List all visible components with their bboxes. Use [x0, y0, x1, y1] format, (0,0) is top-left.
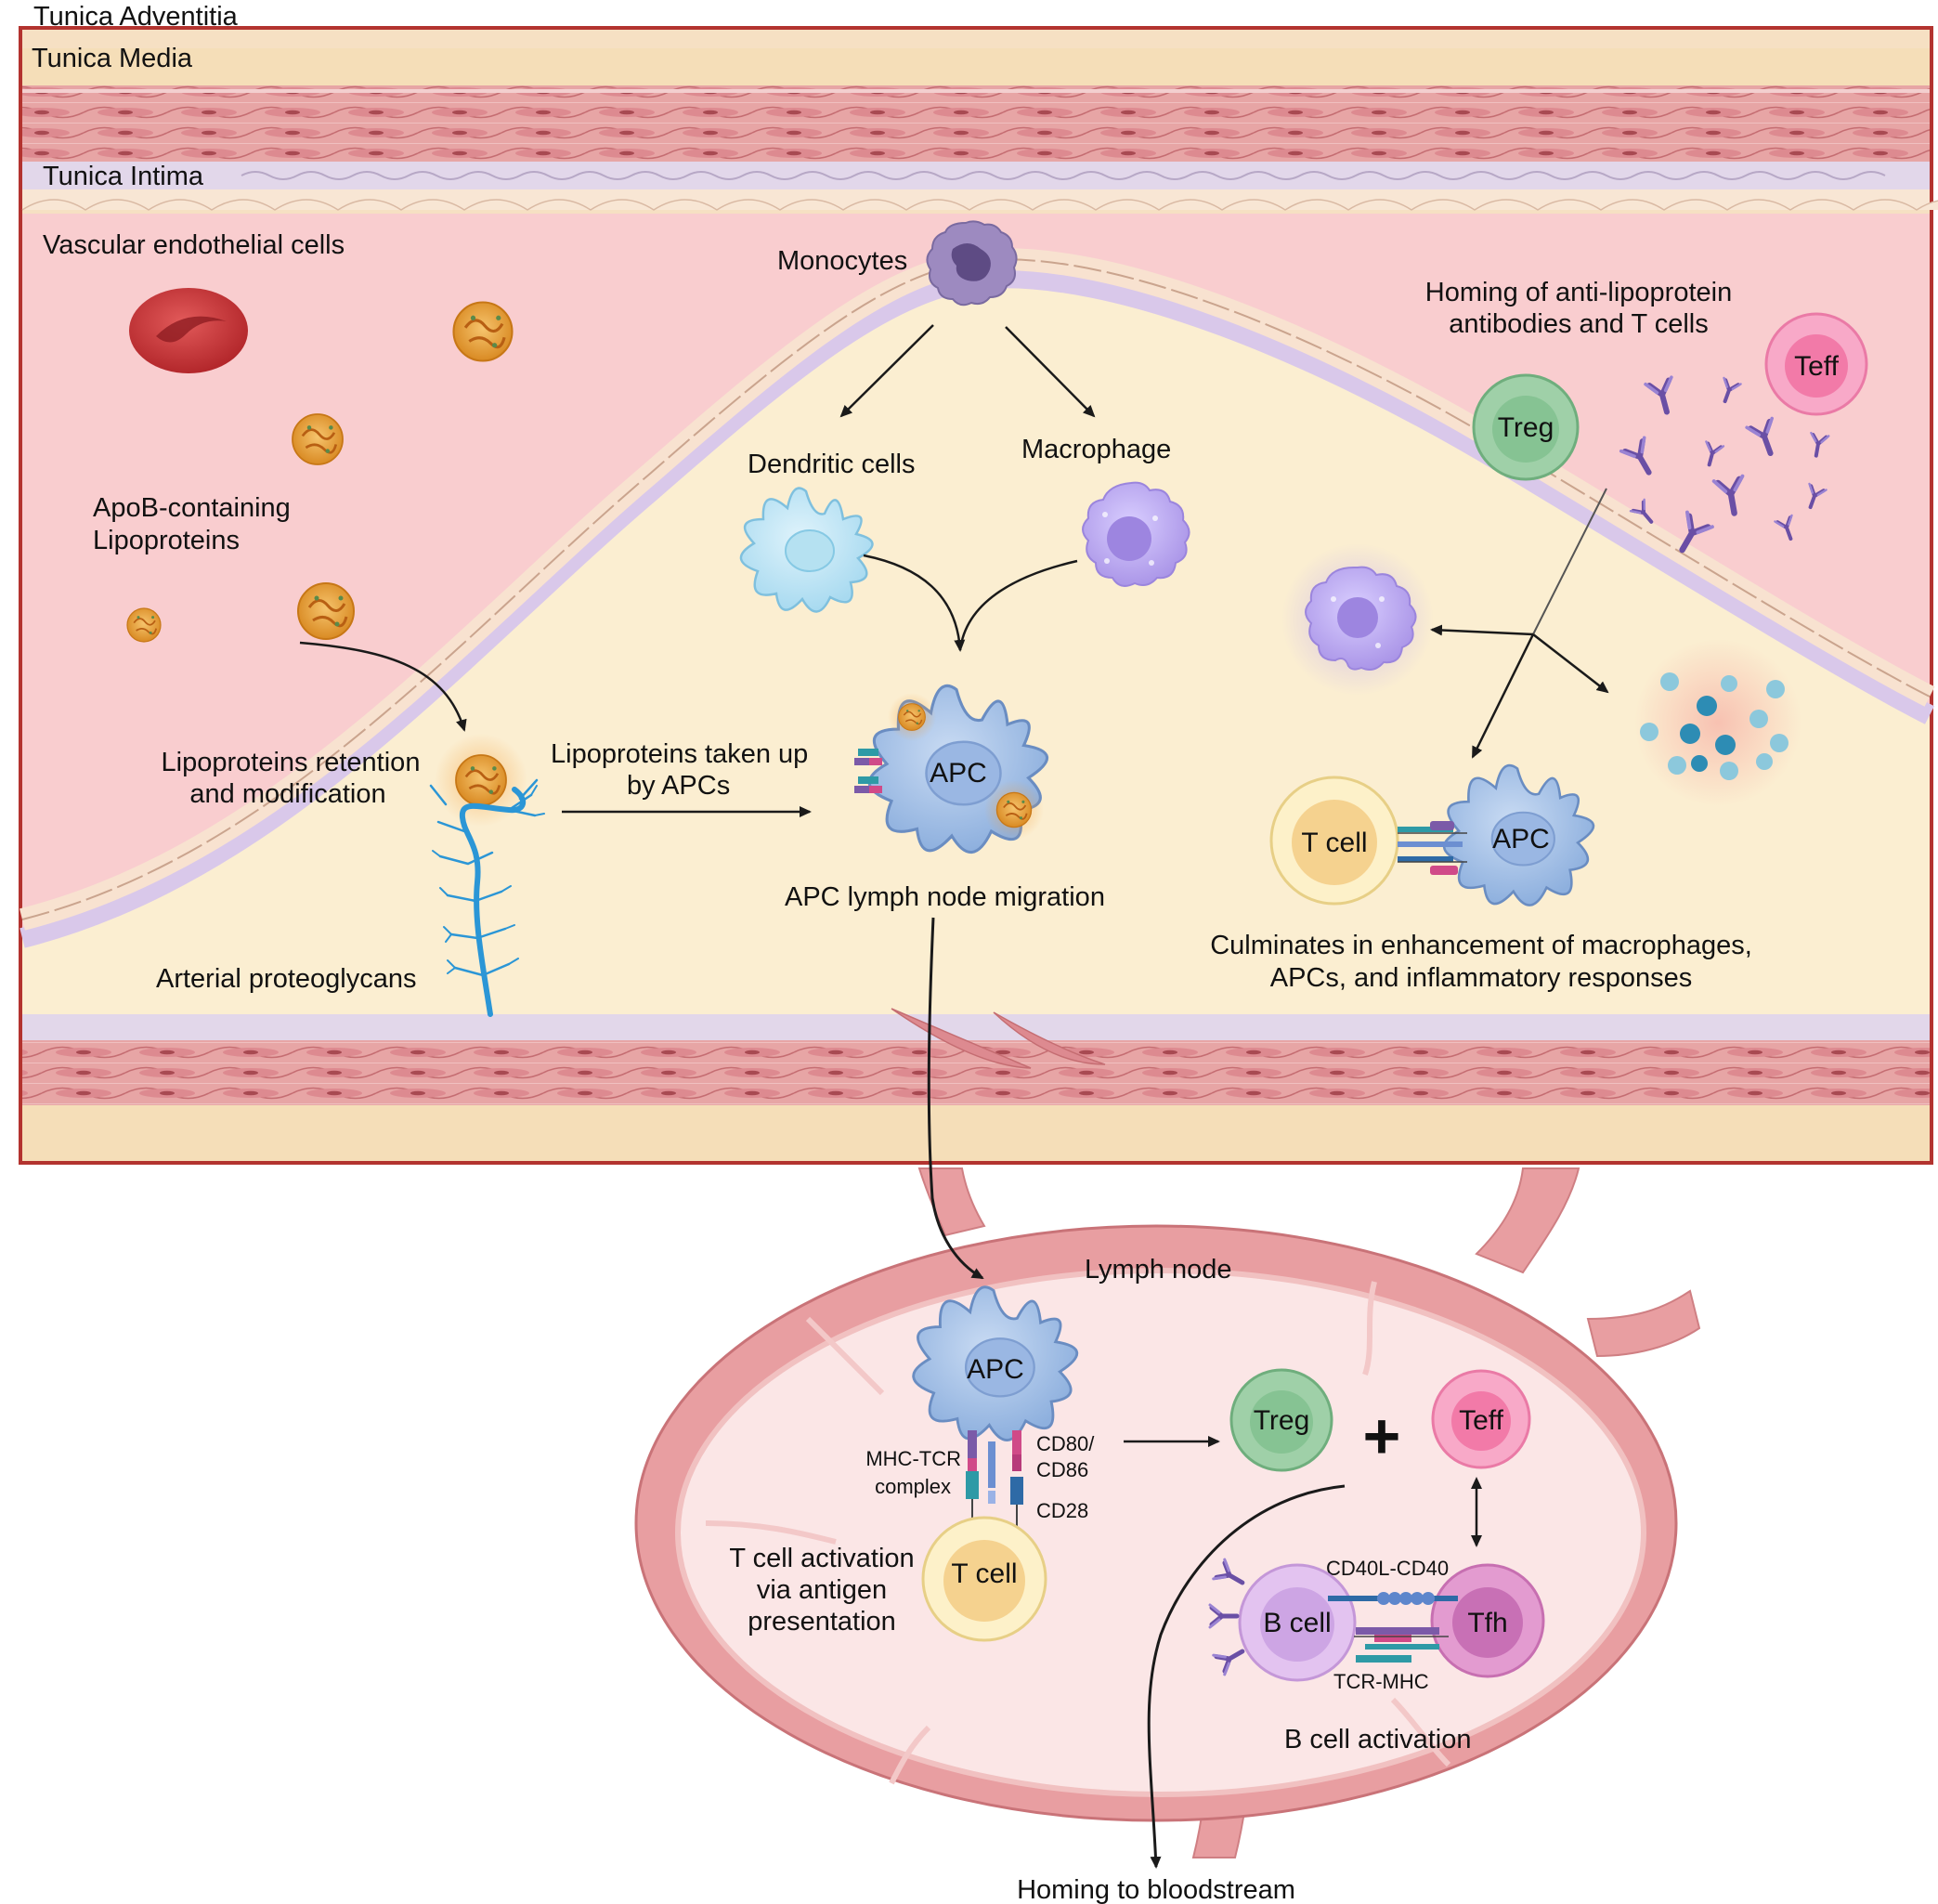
label-mhc-tcr-1: MHC-TCR	[865, 1447, 961, 1470]
cytokine-cluster	[1634, 639, 1801, 806]
arrow-macrophage-to-apc	[958, 559, 1078, 651]
arrow-to-cytokines	[1532, 633, 1609, 694]
label-apc-migration: APC lymph node migration	[785, 882, 1105, 912]
arrow-to-tcell-apc	[1471, 633, 1535, 759]
tcell-plaque	[1269, 776, 1399, 906]
proteoglycan-chain	[429, 778, 545, 1017]
teff-cell-plaque	[1764, 312, 1868, 416]
label-cd28: CD28	[1036, 1499, 1088, 1522]
intima-band-bottom	[22, 1014, 1930, 1040]
label-bcell-activation: B cell activation	[1284, 1725, 1472, 1754]
tcell-lymph	[921, 1516, 1047, 1642]
label-retention-2: and modification	[189, 779, 385, 809]
arrow-to-macrophage-enhanced	[1430, 624, 1534, 636]
label-arterial-proteoglycans: Arterial proteoglycans	[156, 964, 416, 994]
label-uptake-2: by APCs	[627, 771, 730, 801]
synapse-receptors-plaque	[1398, 821, 1467, 875]
label-activation-1: T cell activation	[729, 1544, 914, 1573]
arrow-monocyte-to-macrophage	[1005, 326, 1096, 418]
monocyte-cell	[926, 220, 1018, 306]
label-apc-plaque-2: APC	[1492, 824, 1550, 854]
label-culminates-1: Culminates in enhancement of macrophages…	[1210, 931, 1752, 960]
label-homing-bloodstream: Homing to bloodstream	[1017, 1875, 1295, 1904]
label-lymph-node: Lymph node	[1085, 1255, 1232, 1285]
label-retention-1: Lipoproteins retention	[162, 748, 421, 777]
tfh-cell	[1430, 1563, 1545, 1678]
label-teff-lymph: Teff	[1459, 1405, 1503, 1436]
label-tunica-adventitia: Tunica Adventitia	[33, 2, 239, 32]
teff-cell-lymph	[1431, 1369, 1531, 1469]
treg-cell-plaque	[1472, 373, 1580, 481]
smooth-muscle-top	[22, 85, 1930, 162]
media-band-top	[22, 48, 1930, 85]
apc-plaque-cell	[854, 684, 1049, 854]
retained-lipoprotein	[454, 753, 508, 807]
label-apob-lipoproteins-1: ApoB-containing	[93, 493, 291, 523]
intima-band-top	[22, 162, 1930, 189]
label-tunica-media: Tunica Media	[32, 44, 193, 73]
bcell-lymph	[1238, 1563, 1357, 1682]
label-treg-plaque: Treg	[1498, 412, 1554, 443]
label-monocytes: Monocytes	[777, 246, 907, 276]
label-homing-1: Homing of anti-lipoprotein	[1425, 278, 1732, 307]
label-apc-lymph: APC	[967, 1354, 1024, 1385]
macrophage-cell	[1082, 481, 1190, 587]
label-cd80-2: CD86	[1036, 1458, 1088, 1481]
label-tfh: Tfh	[1467, 1608, 1507, 1638]
dendritic-cell	[739, 487, 874, 613]
label-dendritic-cells: Dendritic cells	[748, 450, 916, 479]
label-treg-lymph: Treg	[1254, 1405, 1310, 1436]
plus-sign: +	[1363, 1400, 1401, 1472]
label-bcell: B cell	[1263, 1608, 1331, 1638]
label-mhc-tcr-2: complex	[875, 1475, 951, 1498]
arrow-dendritic-to-apc	[863, 554, 966, 652]
media-band-bottom	[22, 1105, 1930, 1161]
label-culminates-2: APCs, and inflammatory responses	[1270, 963, 1693, 993]
lipoprotein-particle	[451, 300, 514, 363]
label-apc-plaque: APC	[930, 758, 987, 789]
label-cd80-1: CD80/	[1036, 1432, 1095, 1455]
lymph-node	[634, 1167, 1701, 1858]
label-tunica-intima: Tunica Intima	[43, 162, 204, 191]
homing-connector-line	[1532, 488, 1607, 635]
label-tcr-mhc: TCR-MHC	[1333, 1670, 1429, 1693]
label-homing-2: antibodies and T cells	[1449, 309, 1708, 339]
lipoprotein-particle	[291, 412, 345, 466]
arrow-homing-to-bloodstream	[1147, 1484, 1346, 1869]
label-activation-2: via antigen	[757, 1575, 887, 1605]
label-teff-plaque: Teff	[1794, 351, 1839, 382]
red-blood-cell	[129, 288, 248, 373]
label-cd40: CD40L-CD40	[1326, 1557, 1449, 1580]
label-macrophage: Macrophage	[1021, 435, 1171, 464]
arrow-apc-to-lymph-node	[927, 917, 984, 1280]
label-tcell-lymph: T cell	[951, 1558, 1017, 1589]
lipoprotein-particle	[296, 581, 356, 641]
label-vascular-endothelial-cells: Vascular endothelial cells	[43, 230, 345, 260]
label-tcell-plaque: T cell	[1301, 828, 1367, 858]
label-apob-lipoproteins-2: Lipoproteins	[93, 526, 240, 555]
arrow-monocyte-to-dendritic	[839, 324, 934, 418]
macrophage-enhanced-cell	[1281, 543, 1434, 696]
vessel-frame	[19, 26, 1933, 1165]
arrow-lipoprotein-to-retention	[299, 641, 467, 732]
label-uptake-1: Lipoproteins taken up	[551, 739, 808, 769]
treg-cell-lymph	[1229, 1368, 1333, 1472]
lipoprotein-particle	[126, 607, 162, 643]
label-activation-3: presentation	[748, 1607, 896, 1637]
bcell-tfh-synapse	[1328, 1592, 1458, 1663]
